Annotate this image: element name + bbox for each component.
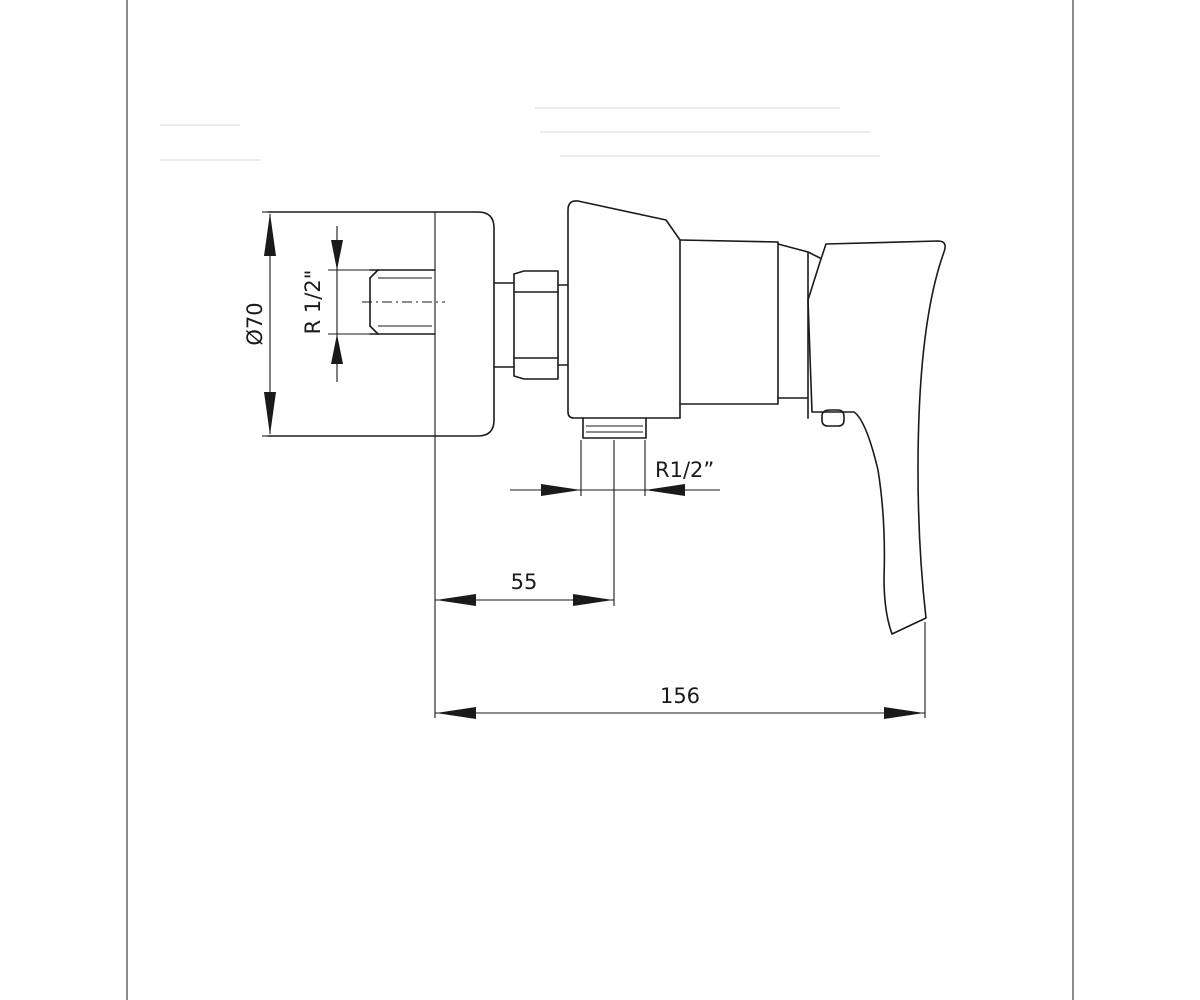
dimension-diameter-label: Ø70 bbox=[243, 302, 267, 345]
threaded-inlet bbox=[362, 269, 445, 335]
dimension-overall-depth-label: 156 bbox=[660, 684, 700, 708]
arrow-down bbox=[331, 240, 343, 270]
arrow-right bbox=[573, 594, 613, 606]
faint-guides bbox=[160, 107, 880, 161]
arrow-up bbox=[331, 334, 343, 364]
dimension-thread-inlet-label: R 1/2" bbox=[301, 270, 325, 335]
arrow-down bbox=[264, 392, 276, 435]
dimension-diameter: Ø70 bbox=[243, 211, 276, 437]
arrow-left bbox=[436, 594, 476, 606]
connector-nut bbox=[513, 270, 569, 380]
dimension-outlet-offset-label: 55 bbox=[511, 570, 538, 594]
mixer-body bbox=[567, 200, 821, 439]
dimension-thread-inlet: R 1/2" bbox=[301, 226, 370, 382]
arrow-right bbox=[884, 707, 924, 719]
arrow-right bbox=[541, 484, 581, 496]
arrow-left bbox=[645, 484, 685, 496]
arrow-up bbox=[264, 213, 276, 256]
dimension-thread-outlet-label: R1/2” bbox=[655, 458, 714, 482]
arrow-left bbox=[436, 707, 476, 719]
wall-rosette bbox=[267, 211, 515, 437]
dimension-overall-depth: 156 bbox=[435, 622, 926, 719]
lever-handle bbox=[807, 240, 946, 635]
dimension-thread-outlet: R1/2” bbox=[510, 440, 720, 496]
dimension-outlet-offset: 55 bbox=[435, 570, 614, 606]
